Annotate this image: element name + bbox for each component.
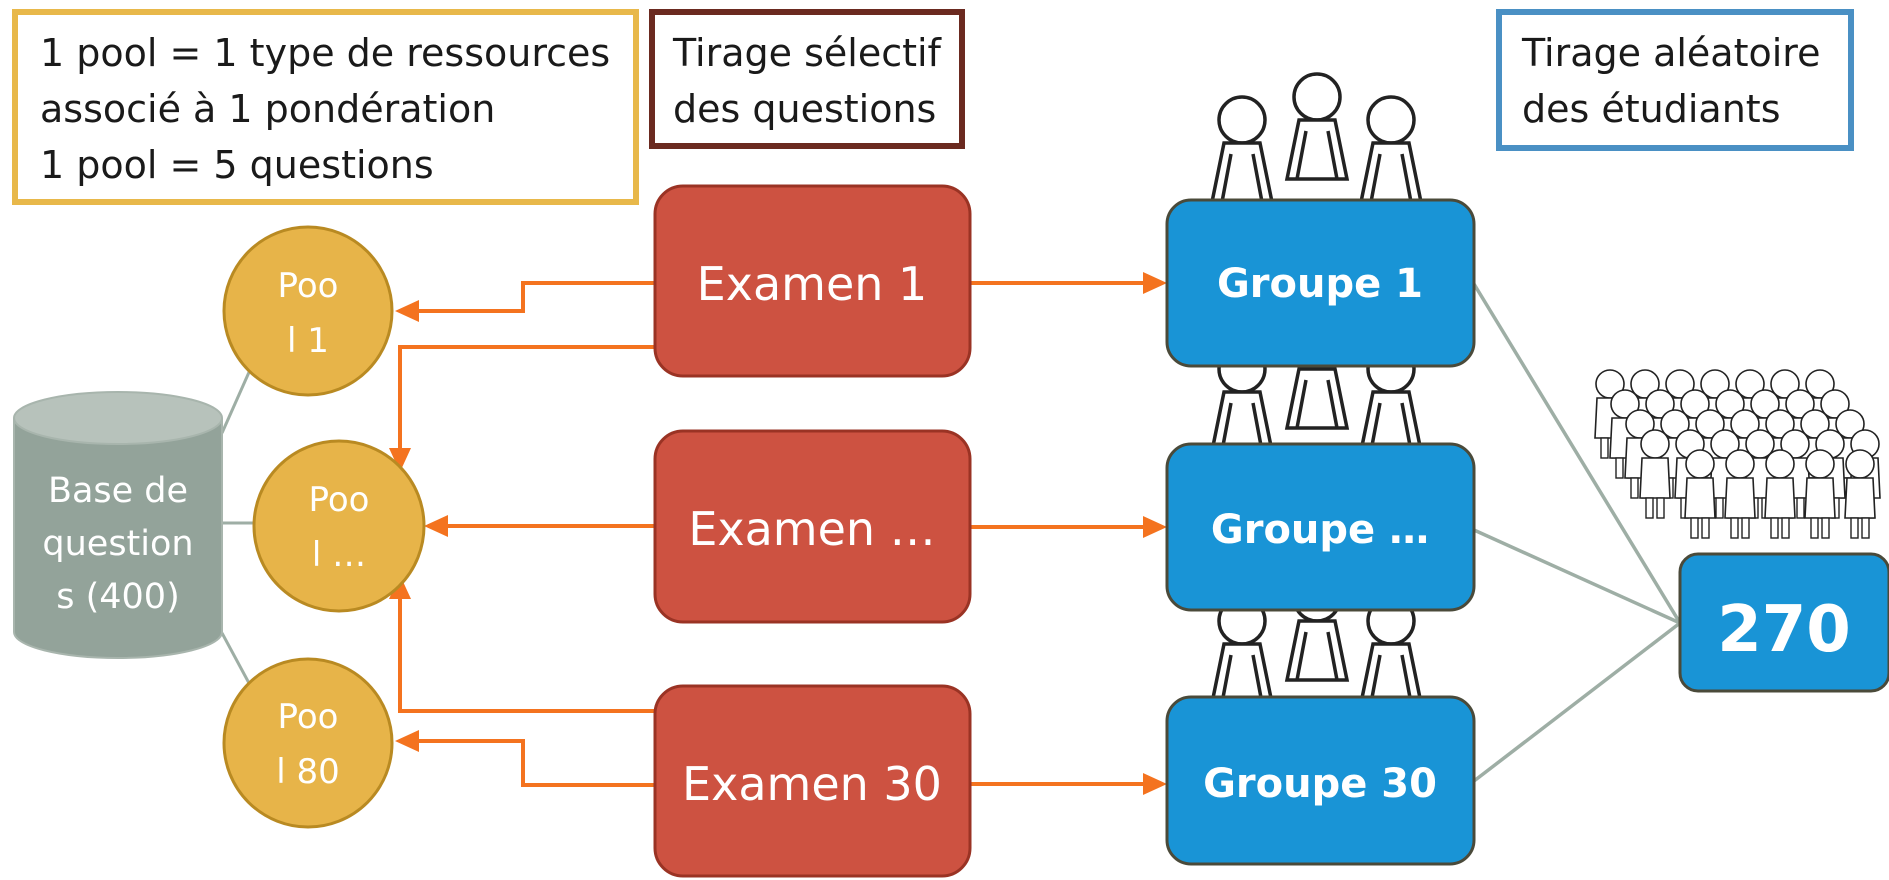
group-1: Groupe 1	[1165, 198, 1476, 368]
exam-pool-arrows	[398, 281, 655, 787]
arrow-exam1-pool-mid	[398, 345, 655, 462]
note-random-line-1: Tirage aléatoire	[1522, 31, 1821, 75]
note-pool-definition: 1 pool = 1 type de ressources associé à …	[12, 9, 639, 205]
crowd-person-icon	[1764, 449, 1796, 539]
arrowhead-pool1	[395, 300, 419, 322]
arrow-exam1-pool1	[400, 281, 655, 313]
crowd-person-icon	[1639, 429, 1671, 519]
pool-1: Poo l 1	[222, 225, 394, 397]
note-random-draw: Tirage aléatoire des étudiants	[1496, 9, 1854, 151]
note-random-line-2: des étudiants	[1522, 87, 1781, 131]
pool-80-line-2: l 80	[276, 752, 340, 792]
total-label: 270	[1717, 593, 1851, 667]
arrowhead-poolmid-top	[389, 448, 411, 472]
crowd-person-icon	[1804, 449, 1836, 539]
total-students: 270	[1678, 552, 1889, 693]
note-pool-line-1: 1 pool = 1 type de ressources	[40, 31, 611, 75]
exam-mid-label: Examen …	[688, 502, 935, 556]
crowd-person-icon	[1684, 449, 1716, 539]
group-mid: Groupe …	[1165, 442, 1476, 612]
note-selective-draw: Tirage sélectif des questions	[649, 9, 965, 149]
pool-mid-line-2: l …	[312, 535, 366, 575]
exam-30: Examen 30	[653, 684, 972, 878]
crowd-icon	[1594, 369, 1881, 539]
db-pool-connectors	[220, 369, 256, 686]
exam-1: Examen 1	[653, 184, 972, 378]
question-database: Base de question s (400)	[13, 391, 223, 659]
exam-group-arrows	[970, 281, 1150, 786]
database-line-2: question	[42, 524, 193, 564]
pool-mid-line-1: Poo	[309, 480, 370, 520]
pool-mid: Poo l …	[252, 439, 426, 613]
database-line-3: s (400)	[56, 577, 179, 617]
note-selective-line-1: Tirage sélectif	[673, 31, 941, 75]
arrowhead-poolmid	[424, 515, 448, 537]
pool-1-line-1: Poo	[278, 266, 339, 306]
crowd-person-icon	[1844, 449, 1876, 539]
database-line-1: Base de	[48, 471, 188, 511]
note-pool-line-3: 1 pool = 5 questions	[40, 143, 434, 187]
group-mid-label: Groupe …	[1211, 507, 1429, 553]
pool-1-line-2: l 1	[287, 321, 329, 361]
arrowhead-pool80	[395, 730, 419, 752]
arrow-exam30-pool80	[400, 739, 655, 787]
pool-80: Poo l 80	[222, 657, 394, 829]
group-total-connectors	[1472, 283, 1682, 783]
people-group-icon	[1210, 72, 1423, 204]
note-selective-line-2: des questions	[673, 87, 937, 131]
group-30-label: Groupe 30	[1203, 761, 1437, 807]
exam-1-label: Examen 1	[697, 257, 928, 311]
pool-80-line-1: Poo	[278, 697, 339, 737]
exam-group-arrowheads	[1143, 272, 1167, 795]
exam-30-label: Examen 30	[682, 757, 942, 811]
crowd-person-icon	[1724, 449, 1756, 539]
note-pool-line-2: associé à 1 pondération	[40, 87, 496, 131]
group-30: Groupe 30	[1165, 695, 1476, 866]
arrow-exam30-pool-mid	[398, 585, 655, 713]
exam-mid: Examen …	[653, 429, 972, 624]
group-1-label: Groupe 1	[1217, 261, 1423, 307]
